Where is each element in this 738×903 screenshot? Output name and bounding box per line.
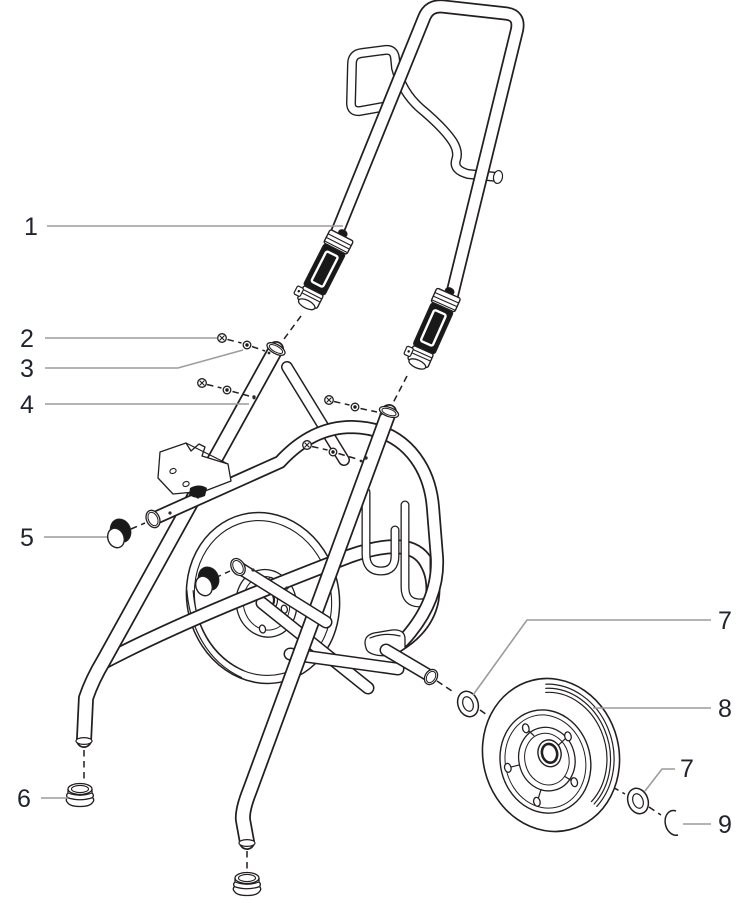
callout-labels: 1 2 3 4 5 6 7 8 7 9: [17, 213, 732, 839]
tube-opening: [266, 342, 286, 356]
callout-3: 3: [20, 355, 34, 383]
hub-cap-9: [664, 809, 679, 836]
callout-5: 5: [20, 524, 34, 552]
callout-9: 9: [718, 811, 732, 839]
callout-6: 6: [17, 785, 31, 813]
front-wheel-8: [481, 677, 621, 833]
tube-opening: [145, 509, 161, 529]
wheel-lugs: [503, 723, 579, 807]
washer-7b: [623, 784, 653, 818]
screw: [197, 378, 207, 388]
nut: [328, 447, 338, 457]
axle-opening: [423, 668, 439, 686]
plug-cap-5: [101, 515, 137, 551]
foot-cap: [232, 871, 262, 897]
frame-bottom-bars: [255, 596, 405, 695]
upright-right: [234, 404, 400, 850]
callout-3-leader: [45, 349, 244, 369]
nut-3: [242, 340, 252, 350]
nut: [222, 385, 232, 395]
frame-hoop: [145, 420, 445, 648]
washer-7a: [453, 687, 483, 721]
handle-loop: [327, 0, 525, 302]
handle-assembly: [289, 0, 525, 375]
screw: [302, 440, 312, 450]
upright-left: [75, 341, 286, 748]
frame-brace: [281, 361, 350, 466]
tube-opening: [230, 557, 246, 577]
callout-8: 8: [718, 695, 732, 723]
assembly-dashes: [83, 315, 662, 873]
callout-7b: 7: [680, 755, 694, 783]
callout-7a-leader: [472, 619, 711, 696]
tube-opening: [378, 405, 400, 419]
mounting-bracket: [157, 442, 232, 498]
nut: [350, 402, 360, 412]
callout-7b-leader: [644, 768, 675, 792]
callout-7a: 7: [718, 607, 732, 635]
screw-2: [217, 333, 227, 343]
callout-4: 4: [20, 391, 34, 419]
callout-leaders: [41, 225, 711, 825]
foot-cap-6: [65, 782, 95, 808]
handle-grip-bar: [346, 44, 504, 185]
axle: [364, 629, 439, 686]
pail-tube: [230, 557, 333, 629]
screw: [324, 395, 334, 405]
grip-clamp-left: [289, 221, 358, 315]
callout-1: 1: [24, 213, 38, 241]
grip-clamp-right: [399, 280, 465, 375]
callout-2: 2: [20, 325, 34, 353]
